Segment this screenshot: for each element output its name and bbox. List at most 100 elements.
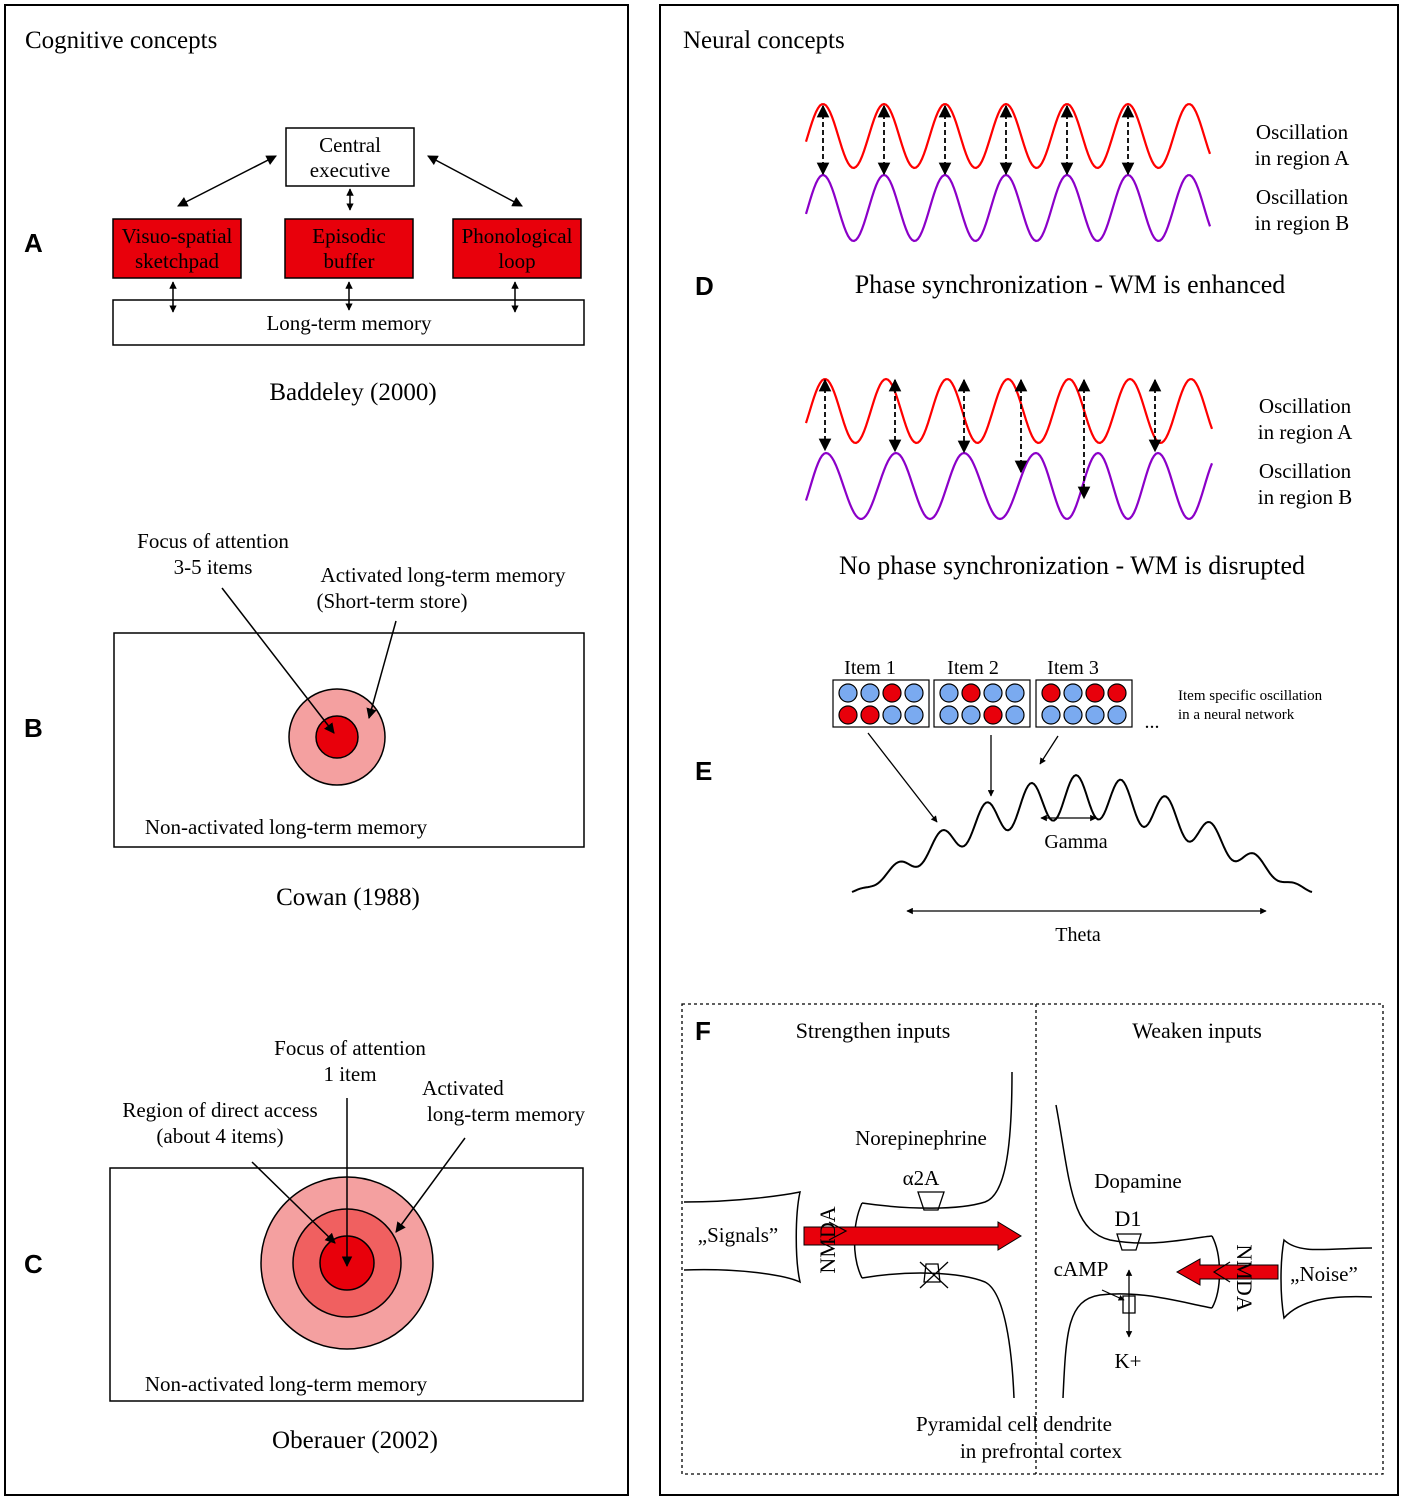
nmda-left-label: NMDA — [815, 1206, 840, 1273]
signals-bouton — [683, 1191, 802, 1284]
panel-d-letter: D — [695, 271, 714, 301]
k-label: K+ — [1114, 1349, 1141, 1373]
phonological-loop-box — [452, 218, 582, 279]
panel-f-letter: F — [695, 1016, 711, 1046]
signals-label: „Signals” — [698, 1223, 778, 1247]
norepinephrine-label: Norepinephrine — [855, 1126, 987, 1150]
arrow-ce-visuo — [177, 155, 277, 207]
region-b-nosync-line1: Oscillation — [1259, 459, 1352, 483]
d1-label: D1 — [1115, 1206, 1142, 1231]
item-note-line1: Item specific oscillation — [1178, 688, 1323, 704]
item-3-dot-3 — [1085, 683, 1105, 703]
non-activated-c: Non-activated long-term memory — [145, 1372, 428, 1396]
pyramidal-line2: in prefrontal cortex — [960, 1439, 1123, 1463]
focus-c-line2: 1 item — [323, 1062, 376, 1086]
panel-e-letter: E — [695, 756, 712, 786]
panel-b: B Focus of attention 3-5 items Activated… — [24, 529, 585, 911]
noise-bouton — [1280, 1238, 1373, 1320]
activated-b-line1: Activated long-term memory — [321, 563, 566, 587]
item-1-dot-5 — [838, 705, 858, 725]
item-3-dot-4 — [1107, 683, 1127, 703]
item-dots — [838, 683, 1127, 725]
arrow-item-1 — [867, 732, 938, 823]
strengthen-title: Strengthen inputs — [796, 1018, 951, 1043]
central-executive-line1: Central — [319, 133, 381, 157]
direct-access-line2: (about 4 items) — [156, 1124, 283, 1148]
panel-c-letter: C — [24, 1249, 43, 1279]
wave-region-a-sync — [804, 102, 1212, 170]
region-b-nosync-line2: in region B — [1258, 485, 1353, 509]
sync-caption: Phase synchronization - WM is enhanced — [855, 270, 1286, 299]
region-a-sync-line1: Oscillation — [1256, 120, 1349, 144]
item-2-dot-6 — [961, 705, 981, 725]
item-3-label: Item 3 — [1047, 657, 1099, 679]
region-a-nosync-line1: Oscillation — [1259, 394, 1352, 418]
item-1-dot-4 — [904, 683, 924, 703]
nmda-right-receptor-icon — [1212, 1261, 1231, 1283]
panel-a-letter: A — [24, 228, 43, 258]
non-activated-b: Non-activated long-term memory — [145, 815, 428, 839]
arrow-item-3 — [1039, 735, 1059, 765]
item-1-dot-1 — [838, 683, 858, 703]
panel-d: D Oscillation in region A Oscillation in… — [695, 102, 1353, 580]
theta-gamma-wave — [851, 774, 1313, 893]
ellipsis: ... — [1145, 711, 1160, 733]
nmda-right-label: NMDA — [1232, 1244, 1257, 1311]
region-b-sync-line2: in region B — [1255, 211, 1350, 235]
item-2-label: Item 2 — [947, 657, 999, 679]
wave-region-b-sync — [804, 173, 1212, 243]
focus-b-line2: 3-5 items — [174, 555, 253, 579]
item-3-dot-8 — [1107, 705, 1127, 725]
spine-lower-left — [861, 1272, 1015, 1399]
arrow-focus-b — [221, 587, 335, 734]
nmda-left-receptor-icon — [828, 1221, 848, 1241]
central-executive-line2: executive — [310, 158, 390, 182]
long-term-memory-box — [112, 299, 585, 346]
arrow-direct-access — [251, 1161, 336, 1244]
baddeley-citation: Baddeley (2000) — [269, 379, 436, 406]
arrow-activated-b — [366, 620, 397, 720]
signals-arrow — [803, 1221, 1022, 1251]
weaken-title: Weaken inputs — [1132, 1018, 1262, 1043]
focus-core — [315, 715, 359, 759]
sync-arrows — [816, 104, 1135, 176]
item-3-dot-1 — [1041, 683, 1061, 703]
arrow-activated-c — [395, 1137, 466, 1233]
panel-f: F Strengthen inputs Weaken inputs „Signa… — [681, 1003, 1384, 1475]
direct-access-line1: Region of direct access — [122, 1098, 317, 1122]
visuo-spatial-box — [112, 218, 242, 279]
visuo-spatial-line1: Visuo-spatial — [122, 224, 233, 248]
dopamine-label: Dopamine — [1094, 1169, 1181, 1193]
activated-c-line2: long-term memory — [427, 1102, 586, 1126]
nosync-arrows — [818, 378, 1162, 500]
activated-c-line1: Activated — [422, 1076, 504, 1100]
item-3-dot-7 — [1085, 705, 1105, 725]
panel-c: C Focus of attention 1 item Region of di… — [24, 1036, 586, 1454]
region-b-sync-line1: Oscillation — [1256, 185, 1349, 209]
camp-label: cAMP — [1054, 1257, 1109, 1281]
nosync-caption: No phase synchronization - WM is disrupt… — [839, 551, 1305, 580]
item-1-label: Item 1 — [844, 657, 896, 679]
long-term-memory-label: Long-term memory — [266, 311, 432, 335]
region-a-sync-line2: in region A — [1255, 146, 1350, 170]
panel-e: E Item 1 Item 2 Item 3 ... Item specific… — [695, 657, 1323, 946]
oberauer-citation: Oberauer (2002) — [272, 1427, 438, 1454]
item-2-dot-5 — [939, 705, 959, 725]
item-1-dot-6 — [860, 705, 880, 725]
panel-f-frame — [681, 1003, 1384, 1475]
episodic-line2: buffer — [324, 249, 375, 273]
item-2-dot-1 — [939, 683, 959, 703]
d1-receptor-icon — [1116, 1233, 1142, 1251]
spine-lower-right — [1062, 1293, 1213, 1399]
right-panel-frame — [659, 4, 1399, 1496]
item-2-dot-7 — [983, 705, 1003, 725]
item-1-dot-8 — [904, 705, 924, 725]
episodic-buffer-box — [284, 218, 414, 279]
noise-label: „Noise” — [1290, 1262, 1358, 1286]
focus-c-line1: Focus of attention — [274, 1036, 426, 1060]
a2a-receptor-icon — [917, 1191, 945, 1211]
item-note-line2: in a neural network — [1178, 707, 1295, 723]
item-3-dot-6 — [1063, 705, 1083, 725]
item-3-dot-2 — [1063, 683, 1083, 703]
item-1-dot-3 — [882, 683, 902, 703]
